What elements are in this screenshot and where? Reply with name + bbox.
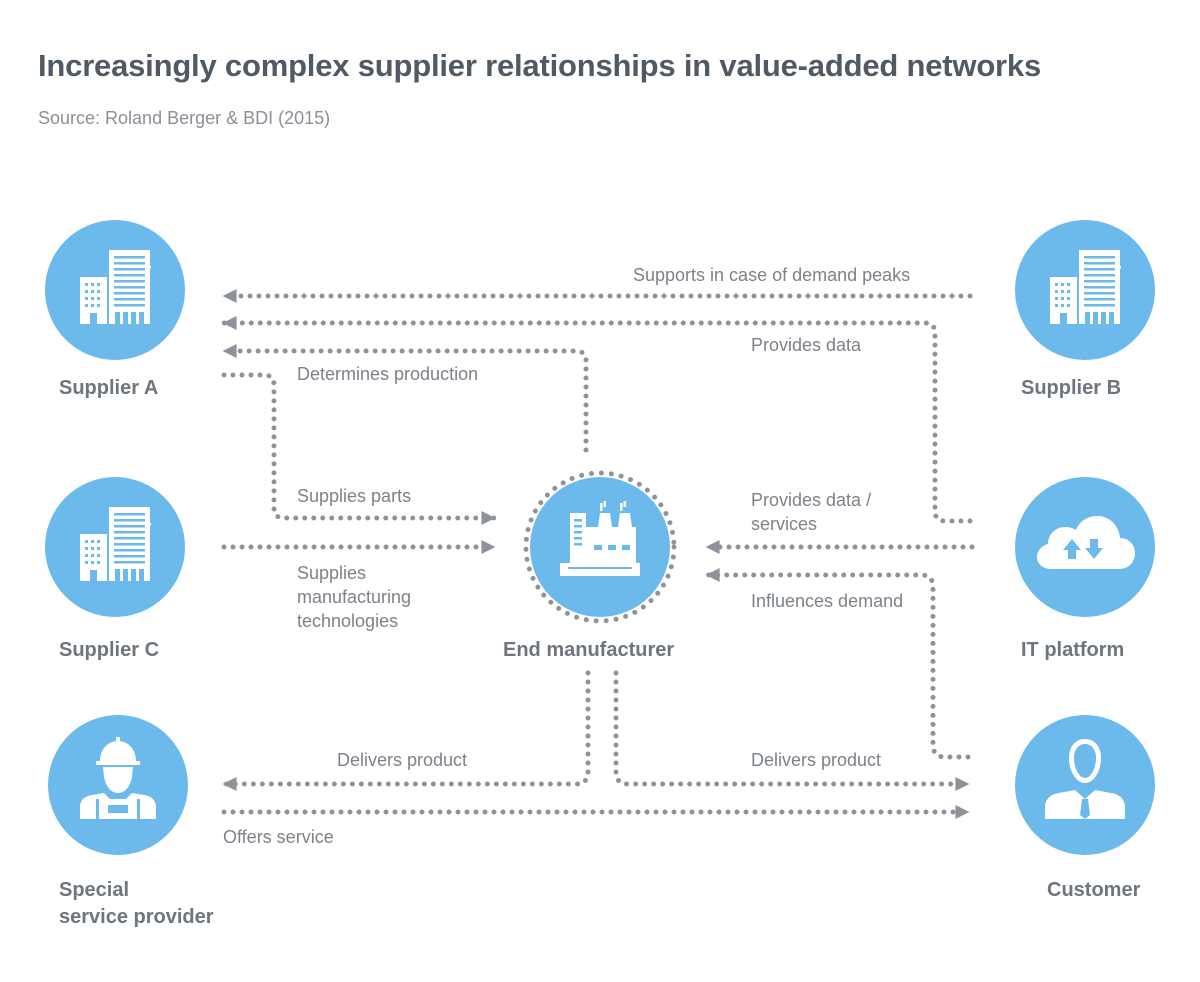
edge-delivers-product-right <box>613 670 971 791</box>
factory-icon <box>560 501 640 576</box>
edge-delivers-product-left <box>221 670 591 791</box>
label-delivers-product-left: Delivers product <box>337 750 468 770</box>
label-supplies-tech-line3: technologies <box>297 611 399 631</box>
special-service-provider-label-line1: Special <box>59 879 130 901</box>
label-determines-production: Determines production <box>297 364 479 384</box>
customer-node <box>1015 715 1155 855</box>
label-supports-demand-peaks: Supports in case of demand peaks <box>633 265 911 285</box>
label-influences-demand: Influences demand <box>751 591 904 611</box>
label-provides-data-services-line2: services <box>751 514 818 534</box>
label-provides-data: Provides data <box>751 335 862 355</box>
special-service-provider-label-line2: service provider <box>59 906 214 928</box>
label-provides-data-services-line1: Provides data / <box>751 490 872 510</box>
label-supplies-parts: Supplies parts <box>297 486 412 506</box>
it-platform-node <box>1015 477 1155 617</box>
label-offers-service: Offers service <box>223 827 334 847</box>
label-supplies-tech-line1: Supplies <box>297 563 367 583</box>
label-delivers-product-right: Delivers product <box>751 750 882 770</box>
edge-supplies-parts <box>221 372 497 525</box>
building-icon <box>1050 250 1121 324</box>
building-icon <box>80 250 151 324</box>
edge-determines-production <box>221 344 589 453</box>
end-manufacturer-label: End manufacturer <box>503 639 675 661</box>
edge-influences-demand <box>704 568 971 760</box>
businessman-icon <box>1045 739 1125 819</box>
supplier-a-label: Supplier A <box>59 377 159 399</box>
special-service-provider-node <box>48 715 188 855</box>
customer-label: Customer <box>1047 879 1141 901</box>
building-icon <box>80 507 151 581</box>
it-platform-label: IT platform <box>1021 639 1125 661</box>
supplier-b-node <box>1015 220 1155 360</box>
supplier-c-node <box>45 477 185 617</box>
supplier-c-label: Supplier C <box>59 639 160 661</box>
supplier-a-node <box>45 220 185 360</box>
worker-icon <box>80 737 156 819</box>
edge-provides-data-b <box>221 316 973 524</box>
end-manufacturer-node <box>530 477 670 617</box>
supplier-b-label: Supplier B <box>1021 377 1122 399</box>
page-title: Increasingly complex supplier relationsh… <box>38 48 1042 83</box>
cloud-upload-download-icon <box>1037 516 1135 569</box>
source-note: Source: Roland Berger & BDI (2015) <box>38 108 331 128</box>
label-supplies-tech-line2: manufacturing <box>297 587 412 607</box>
end-manufacturer-ring <box>523 470 677 624</box>
